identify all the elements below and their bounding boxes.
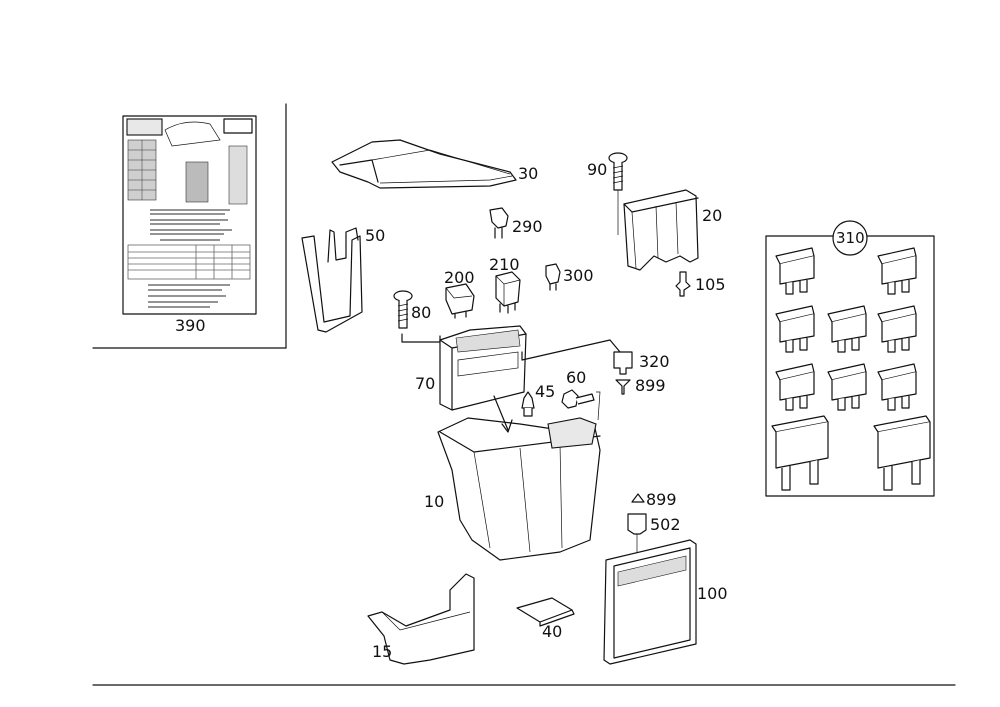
part-320-connector xyxy=(613,351,633,375)
label-899-top: 899 xyxy=(635,376,666,395)
part-50-bracket xyxy=(301,227,363,333)
part-100-control-unit xyxy=(603,539,697,665)
maxi-fuse-icon xyxy=(771,415,829,491)
mini-fuse-icon xyxy=(877,247,917,295)
label-290: 290 xyxy=(512,217,543,236)
label-502: 502 xyxy=(650,515,681,534)
part-310-fuse-set xyxy=(765,220,935,497)
label-200: 200 xyxy=(444,268,475,287)
label-60: 60 xyxy=(566,368,587,387)
maxi-fuse-icon xyxy=(873,415,931,491)
fuse-icons xyxy=(771,247,931,491)
part-310-callout-circle xyxy=(832,220,868,256)
label-300: 300 xyxy=(563,266,594,285)
mini-fuse-icon xyxy=(827,305,867,353)
mini-fuse-icon xyxy=(775,247,815,295)
part-15-lower-cover xyxy=(367,573,475,665)
label-899-bottom: 899 xyxy=(646,490,677,509)
part-40-pad xyxy=(516,597,575,627)
label-40: 40 xyxy=(542,622,563,641)
mini-fuse-icon xyxy=(775,305,815,353)
part-899-seal-bottom xyxy=(631,493,645,503)
fuse-chart-sheet xyxy=(122,115,257,315)
part-290-fuse xyxy=(489,207,509,239)
label-70: 70 xyxy=(415,374,436,393)
label-105: 105 xyxy=(695,275,726,294)
part-899-seal-top xyxy=(615,379,631,395)
label-310: 310 xyxy=(836,229,865,247)
part-210-relay xyxy=(495,271,521,314)
label-100: 100 xyxy=(697,584,728,603)
mini-fuse-icon xyxy=(877,305,917,353)
part-70-fuse-module xyxy=(439,325,621,411)
part-80-screw xyxy=(393,290,441,343)
label-15: 15 xyxy=(372,642,393,661)
label-10: 10 xyxy=(424,492,445,511)
part-200-relay xyxy=(445,283,475,319)
part-60-bolt xyxy=(561,389,601,421)
label-320: 320 xyxy=(639,352,670,371)
part-20-relay-holder xyxy=(623,189,699,271)
part-90-screw xyxy=(608,152,628,235)
mini-fuse-icon xyxy=(827,363,867,411)
label-90: 90 xyxy=(587,160,608,179)
part-45-rivet xyxy=(521,391,535,417)
label-50: 50 xyxy=(365,226,386,245)
part-10-housing xyxy=(437,395,601,561)
label-210: 210 xyxy=(489,255,520,274)
mini-fuse-icon xyxy=(775,363,815,411)
part-30-cover xyxy=(331,139,517,189)
label-390: 390 xyxy=(175,316,206,335)
mini-fuse-icon xyxy=(877,363,917,411)
label-30: 30 xyxy=(518,164,539,183)
part-105-clip xyxy=(675,271,691,297)
part-300-fuse xyxy=(545,263,561,291)
label-45: 45 xyxy=(535,382,556,401)
part-502-connector xyxy=(627,513,647,556)
label-80: 80 xyxy=(411,303,432,322)
label-20: 20 xyxy=(702,206,723,225)
